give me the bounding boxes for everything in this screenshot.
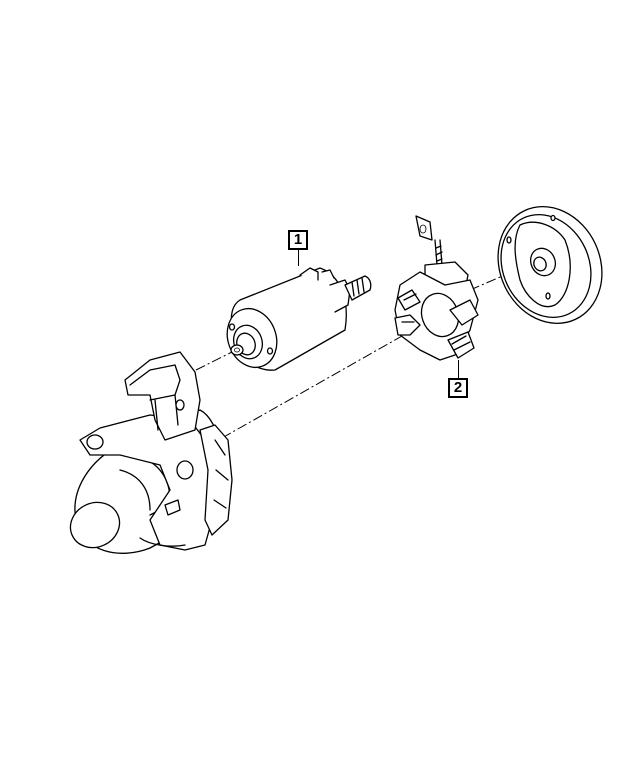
callout-2-leader (458, 360, 460, 378)
end-cover-plate (497, 206, 603, 324)
callout-1-leader (298, 250, 300, 266)
callout-2[interactable]: 2 (448, 378, 468, 398)
solenoid-part-1 (226, 267, 372, 371)
brush-holder-part-2 (394, 215, 479, 361)
starter-motor-housing (69, 351, 233, 554)
callout-1[interactable]: 1 (288, 230, 308, 250)
